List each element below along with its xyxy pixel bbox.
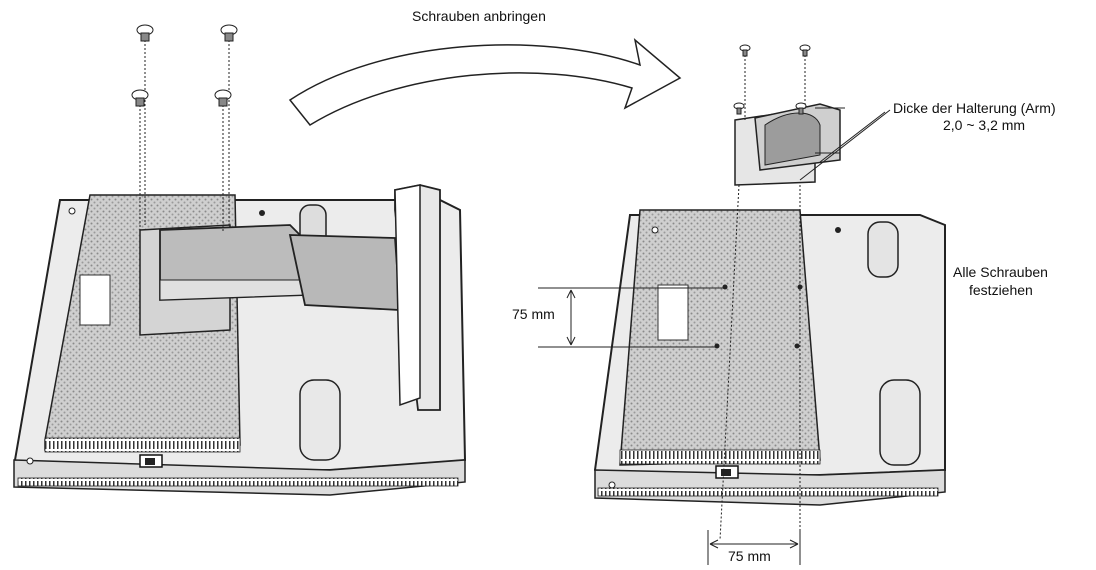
left-screws xyxy=(131,24,238,232)
arm-thickness-range: 2,0 ~ 3,2 mm xyxy=(943,117,1026,133)
thickness-leaders xyxy=(799,107,891,181)
tighten-screws-line1: Alle Schrauben xyxy=(953,264,1048,280)
left-monitor xyxy=(13,184,467,496)
tighten-screws-line2: festziehen xyxy=(969,282,1033,298)
dimension-vertical xyxy=(538,287,725,348)
arm-thickness-title: Dicke der Halterung (Arm) xyxy=(893,100,1056,116)
right-screws xyxy=(719,44,811,541)
dimension-horizontal-label: 75 mm xyxy=(728,548,771,564)
dimension-vertical-label: 75 mm xyxy=(510,306,557,323)
transition-arrow xyxy=(288,38,682,126)
right-monitor xyxy=(593,103,946,506)
attach-screws-label: Schrauben anbringen xyxy=(412,8,546,24)
dimension-horizontal xyxy=(707,530,801,565)
